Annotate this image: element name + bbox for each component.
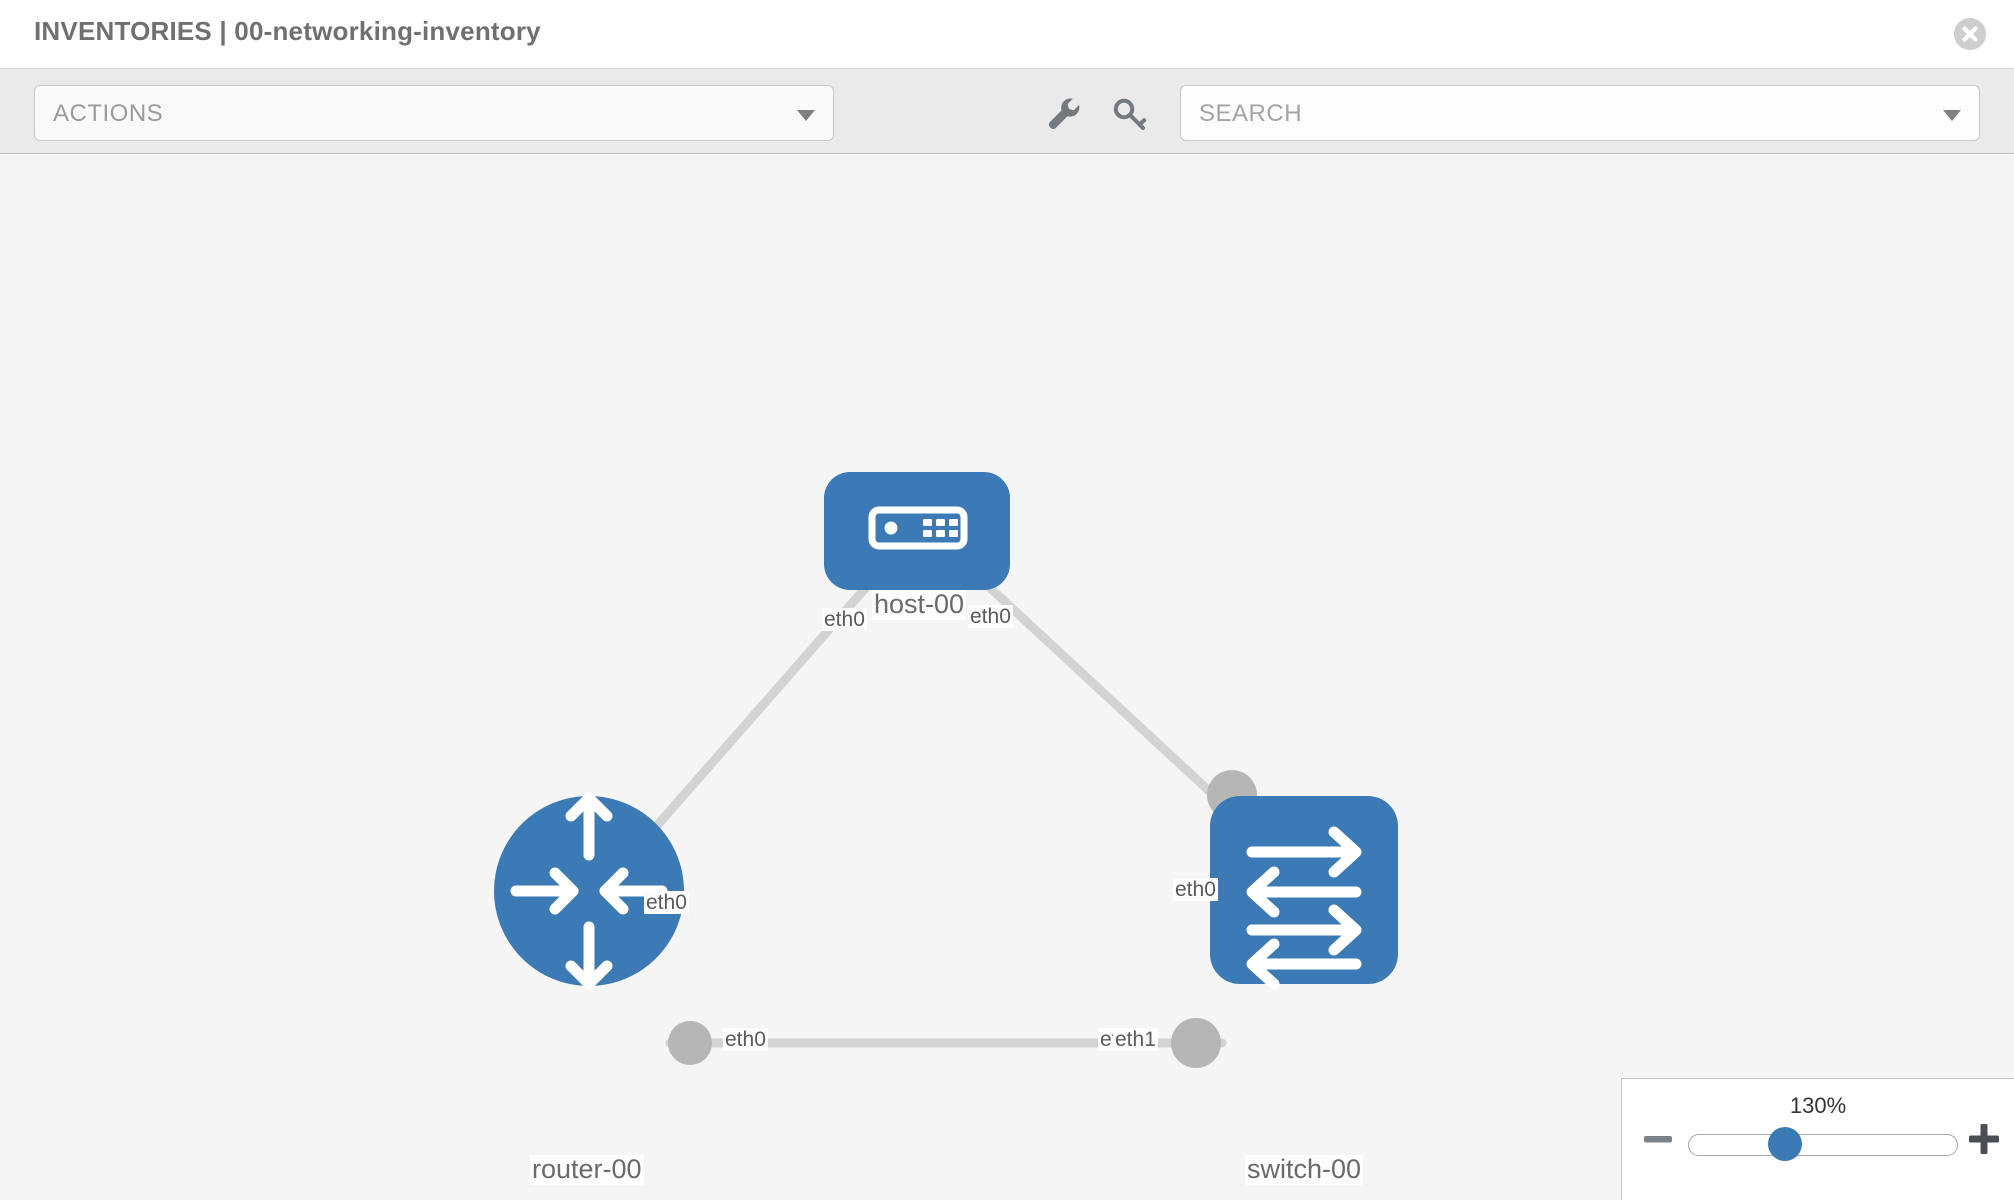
node-label-router-00: router-00 bbox=[530, 1154, 644, 1185]
switch-arrows-icon bbox=[1246, 826, 1362, 990]
router-arrows-icon bbox=[510, 792, 668, 990]
zoom-slider-track[interactable] bbox=[1688, 1134, 1958, 1156]
chevron-down-icon bbox=[1943, 110, 1961, 121]
zoom-slider-thumb[interactable] bbox=[1768, 1127, 1802, 1161]
connector-switch-left bbox=[1171, 1018, 1221, 1068]
actions-dropdown-label: ACTIONS bbox=[53, 100, 164, 127]
link-edges bbox=[635, 555, 1240, 1048]
node-label-switch-00: switch-00 bbox=[1245, 1154, 1364, 1185]
search-placeholder: SEARCH bbox=[1199, 100, 1303, 127]
connector-router-right bbox=[668, 1021, 712, 1065]
page-header: INVENTORIES | 00-networking-inventory bbox=[0, 0, 2014, 69]
node-router-00[interactable] bbox=[494, 792, 684, 990]
wrench-icon[interactable] bbox=[1041, 92, 1085, 136]
actions-dropdown[interactable]: ACTIONS bbox=[34, 85, 834, 141]
node-switch-00[interactable] bbox=[1210, 796, 1398, 990]
node-host-00[interactable] bbox=[824, 472, 1010, 590]
search-input[interactable]: SEARCH bbox=[1180, 85, 1980, 141]
zoom-control: 130% bbox=[1621, 1078, 2014, 1200]
link-host-switch bbox=[955, 555, 1240, 820]
topology-canvas[interactable]: host-00 router-00 switch-00 eth0 eth0 et… bbox=[0, 155, 2014, 1200]
interface-label-switch-eth1: eth1 bbox=[1113, 1028, 1158, 1052]
interface-label-router-eth0: eth0 bbox=[723, 1028, 768, 1052]
node-label-host-00: host-00 bbox=[872, 589, 967, 620]
page-title: INVENTORIES | 00-networking-inventory bbox=[34, 16, 541, 46]
zoom-percent-label: 130% bbox=[1789, 1093, 1847, 1118]
topology-graph bbox=[494, 472, 1398, 1068]
interface-label-router-eth0-uplink: eth0 bbox=[644, 891, 689, 915]
interface-label-host-eth0-right: eth0 bbox=[968, 605, 1013, 629]
interface-connectors bbox=[668, 548, 1257, 1068]
chevron-down-icon bbox=[797, 110, 815, 121]
interface-label-switch-eth0-uplink: eth0 bbox=[1173, 878, 1218, 902]
minus-icon[interactable] bbox=[1638, 1119, 1678, 1159]
link-host-router bbox=[635, 555, 895, 850]
interface-label-host-eth0-left: eth0 bbox=[822, 608, 867, 632]
plus-icon[interactable] bbox=[1964, 1119, 2004, 1159]
key-icon[interactable] bbox=[1108, 92, 1152, 136]
close-icon[interactable] bbox=[1954, 18, 1986, 50]
server-appliance-icon bbox=[868, 506, 968, 550]
